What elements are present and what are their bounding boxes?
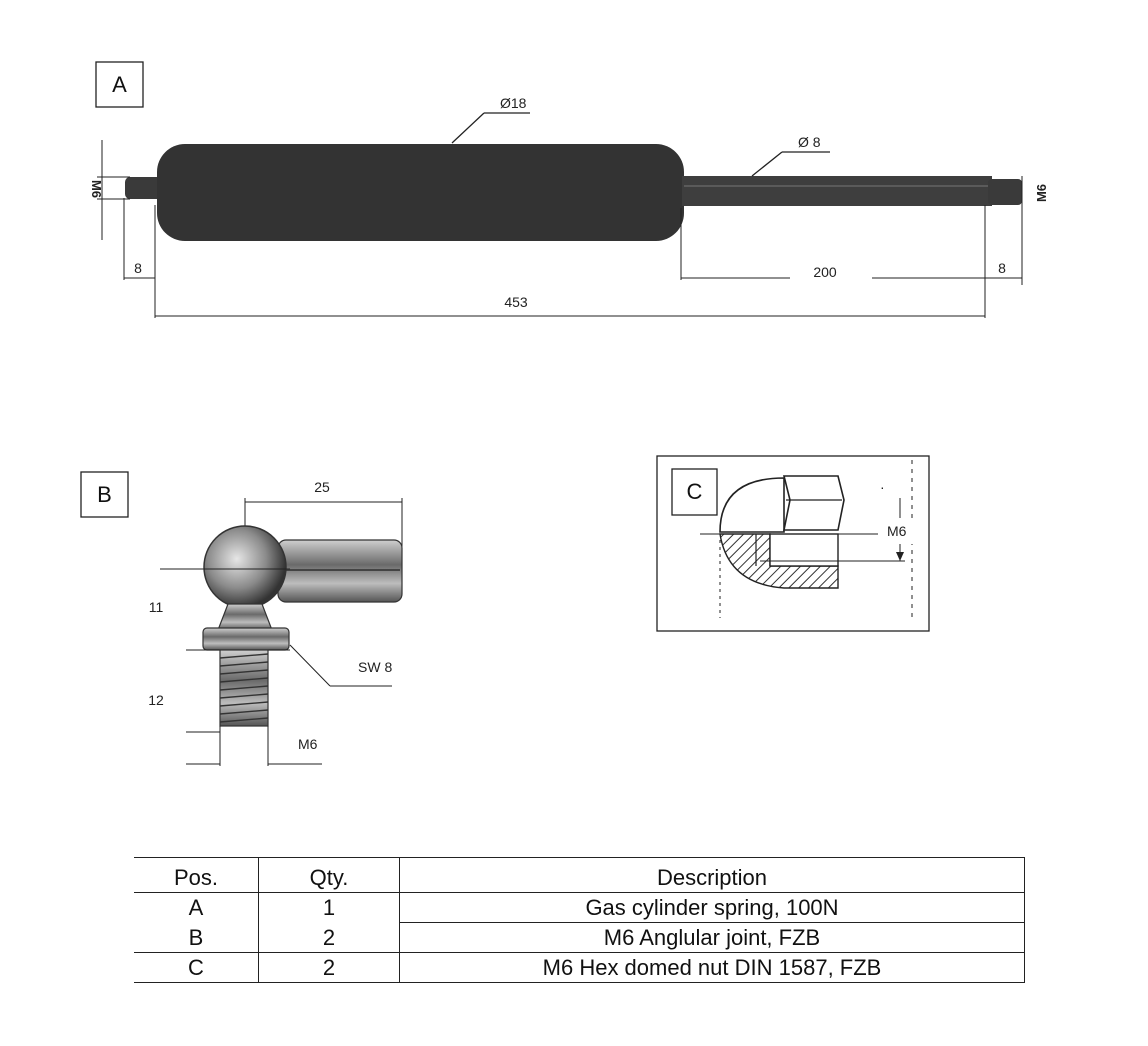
ball-housing — [203, 525, 287, 609]
gas-spring-drawing: A Ø18 Ø 8 M6 M6 8 200 — [89, 61, 1049, 318]
label-b: B — [97, 482, 112, 507]
cell-pos: C — [134, 952, 259, 983]
dim-thread-right: M6 — [1034, 184, 1049, 202]
cell-qty: 2 — [258, 922, 400, 953]
nut-frame — [656, 455, 930, 632]
left-thread-stub — [125, 177, 163, 199]
dim-rod-diameter: Ø 8 — [798, 134, 821, 150]
table-row: A 1 Gas cylinder spring, 100N — [134, 892, 1025, 923]
nut-hex — [782, 475, 845, 531]
dim-joint-width: 25 — [314, 479, 330, 495]
piston-rod — [682, 176, 992, 206]
label-box-a — [95, 61, 144, 108]
cell-description: Gas cylinder spring, 100N — [399, 892, 1025, 923]
domed-nut-drawing: C · M6 — [656, 455, 930, 632]
dim-end-left: 8 — [134, 260, 142, 276]
parts-table: Pos. Qty. Description A 1 Gas cylinder s… — [134, 857, 1025, 983]
dim-end-right: 8 — [998, 260, 1006, 276]
dim-rod-length: 200 — [813, 264, 837, 280]
cell-qty: 2 — [258, 952, 400, 983]
label-box-c — [671, 468, 718, 516]
cell-description: M6 Hex domed nut DIN 1587, FZB — [399, 952, 1025, 983]
dim-thread-left: M6 — [89, 180, 104, 198]
table-row: C 2 M6 Hex domed nut DIN 1587, FZB — [134, 952, 1025, 983]
dim-body-diameter: Ø18 — [500, 95, 527, 111]
cell-description: M6 Anglular joint, FZB — [399, 922, 1025, 953]
dim-wrench-size: SW 8 — [358, 659, 392, 675]
cell-pos: B — [188, 924, 204, 950]
dim-joint-height-lower: 12 — [148, 692, 164, 708]
svg-text:·: · — [880, 479, 885, 495]
table-header-row: Pos. Qty. Description — [134, 857, 1025, 893]
header-qty: Qty. — [258, 857, 400, 893]
dim-total-length: 453 — [504, 294, 528, 310]
dim-nut-thread: M6 — [887, 523, 907, 539]
hex-flange — [202, 627, 290, 651]
cell-qty: 1 — [258, 892, 400, 923]
dim-joint-thread: M6 — [298, 736, 318, 752]
cell-pos: A — [134, 892, 259, 923]
label-box-b — [80, 471, 129, 518]
label-c: C — [687, 479, 703, 504]
cylinder-body — [157, 144, 684, 241]
label-a: A — [112, 72, 127, 97]
header-pos: Pos. — [134, 857, 259, 893]
dim-joint-height-upper: 11 — [149, 599, 164, 615]
angular-joint-drawing: B 25 11 12 — [80, 471, 403, 766]
header-description: Description — [399, 857, 1025, 893]
table-row: B 2 M6 Anglular joint, FZB — [134, 922, 1025, 953]
right-thread-stub — [988, 179, 1022, 205]
